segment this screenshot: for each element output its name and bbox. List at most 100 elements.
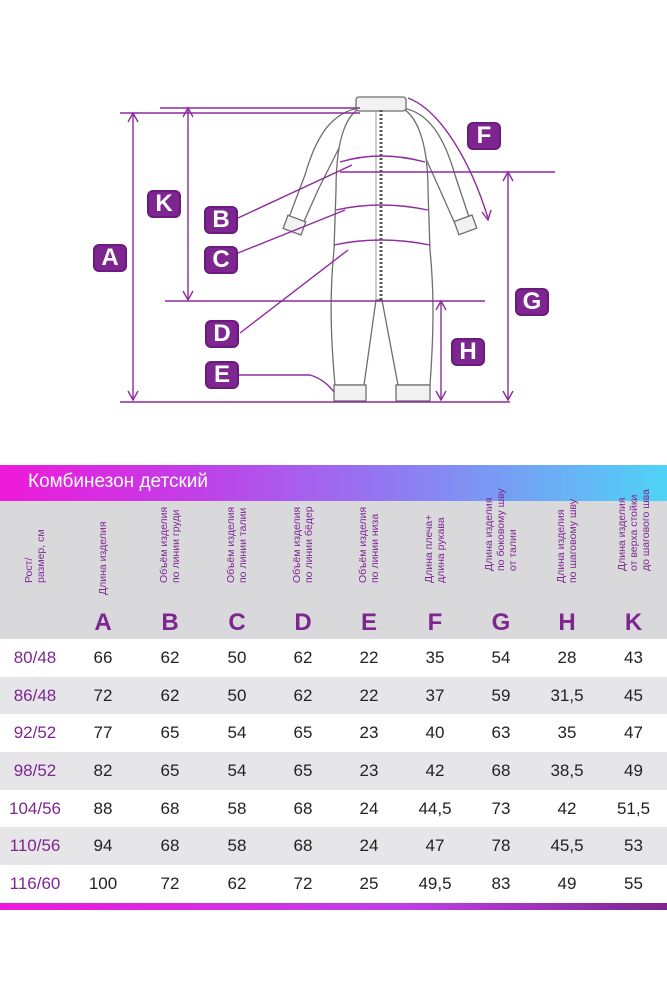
table-title: Комбинезон детский bbox=[28, 471, 209, 492]
value-cell: 22 bbox=[359, 647, 379, 667]
value-cell: 23 bbox=[359, 723, 379, 743]
value-cell: 62 bbox=[160, 647, 180, 667]
size-cell: 116/60 bbox=[9, 873, 61, 893]
value-cell: 40 bbox=[425, 723, 445, 743]
value-cell: 22 bbox=[359, 685, 379, 705]
value-cell: 72 bbox=[160, 873, 180, 893]
size-cell: 104/56 bbox=[9, 798, 61, 818]
value-cell: 35 bbox=[425, 647, 445, 667]
size-cell: 86/48 bbox=[13, 685, 57, 705]
jumpsuit-illustration bbox=[120, 96, 555, 403]
label-h: H bbox=[451, 338, 485, 366]
value-cell: 31,5 bbox=[550, 685, 584, 705]
value-cell: 68 bbox=[160, 836, 180, 856]
value-cell: 65 bbox=[160, 723, 180, 743]
value-cell: 42 bbox=[425, 760, 445, 780]
header-letter: B bbox=[161, 609, 179, 636]
value-cell: 35 bbox=[557, 723, 577, 743]
value-cell: 73 bbox=[491, 798, 511, 818]
header-label: Рост/размер, см bbox=[23, 529, 47, 583]
value-cell: 43 bbox=[624, 647, 643, 667]
value-cell: 88 bbox=[93, 798, 113, 818]
value-cell: 54 bbox=[227, 723, 247, 743]
header-letter: A bbox=[94, 609, 112, 636]
value-cell: 54 bbox=[227, 760, 247, 780]
value-cell: 49 bbox=[557, 873, 577, 893]
label-d: D bbox=[205, 320, 239, 348]
value-cell: 42 bbox=[557, 798, 577, 818]
value-cell: 54 bbox=[491, 647, 511, 667]
value-cell: 23 bbox=[359, 760, 379, 780]
value-cell: 45 bbox=[624, 685, 643, 705]
value-cell: 68 bbox=[293, 798, 313, 818]
size-cell: 110/56 bbox=[9, 836, 61, 856]
value-cell: 62 bbox=[160, 685, 180, 705]
value-cell: 49,5 bbox=[418, 873, 452, 893]
value-cell: 65 bbox=[160, 760, 180, 780]
header-letter: K bbox=[624, 609, 643, 636]
value-cell: 77 bbox=[93, 723, 113, 743]
header-letter: F bbox=[427, 609, 443, 636]
label-g: G bbox=[515, 288, 549, 316]
header-letter: E bbox=[360, 609, 377, 636]
table-title-bar: Комбинезон детский bbox=[0, 465, 667, 501]
header-letter: D bbox=[294, 609, 312, 636]
label-e: E bbox=[205, 361, 239, 389]
value-cell: 68 bbox=[293, 836, 313, 856]
value-cell: 63 bbox=[491, 723, 511, 743]
value-cell: 55 bbox=[624, 873, 643, 893]
size-cell: 92/52 bbox=[13, 723, 57, 743]
value-cell: 44,5 bbox=[418, 798, 452, 818]
label-b: B bbox=[204, 206, 238, 234]
header-label: Длина плеча+длина рукава bbox=[423, 514, 447, 583]
value-cell: 62 bbox=[293, 647, 313, 667]
label-a: A bbox=[93, 244, 127, 272]
value-cell: 49 bbox=[624, 760, 643, 780]
value-cell: 58 bbox=[227, 798, 247, 818]
value-cell: 53 bbox=[624, 836, 643, 856]
header-letter: H bbox=[558, 609, 576, 636]
value-cell: 58 bbox=[227, 836, 247, 856]
size-cell: 80/48 bbox=[13, 647, 57, 667]
value-cell: 82 bbox=[93, 760, 113, 780]
value-cell: 65 bbox=[293, 723, 313, 743]
header-col-0: Рост/размер, см bbox=[0, 501, 70, 639]
bottom-accent-bar bbox=[0, 903, 667, 910]
value-cell: 28 bbox=[557, 647, 577, 667]
value-cell: 47 bbox=[425, 836, 445, 856]
value-cell: 24 bbox=[359, 798, 379, 818]
label-c: C bbox=[204, 246, 238, 274]
value-cell: 59 bbox=[491, 685, 511, 705]
value-cell: 72 bbox=[93, 685, 113, 705]
value-cell: 66 bbox=[93, 647, 113, 667]
value-cell: 68 bbox=[160, 798, 180, 818]
value-cell: 72 bbox=[293, 873, 313, 893]
value-cell: 78 bbox=[491, 836, 511, 856]
header-letter: G bbox=[491, 609, 511, 636]
value-cell: 50 bbox=[227, 685, 247, 705]
label-f: F bbox=[467, 122, 501, 150]
value-cell: 100 bbox=[88, 873, 118, 893]
value-cell: 62 bbox=[227, 873, 247, 893]
value-cell: 50 bbox=[227, 647, 247, 667]
value-cell: 62 bbox=[293, 685, 313, 705]
